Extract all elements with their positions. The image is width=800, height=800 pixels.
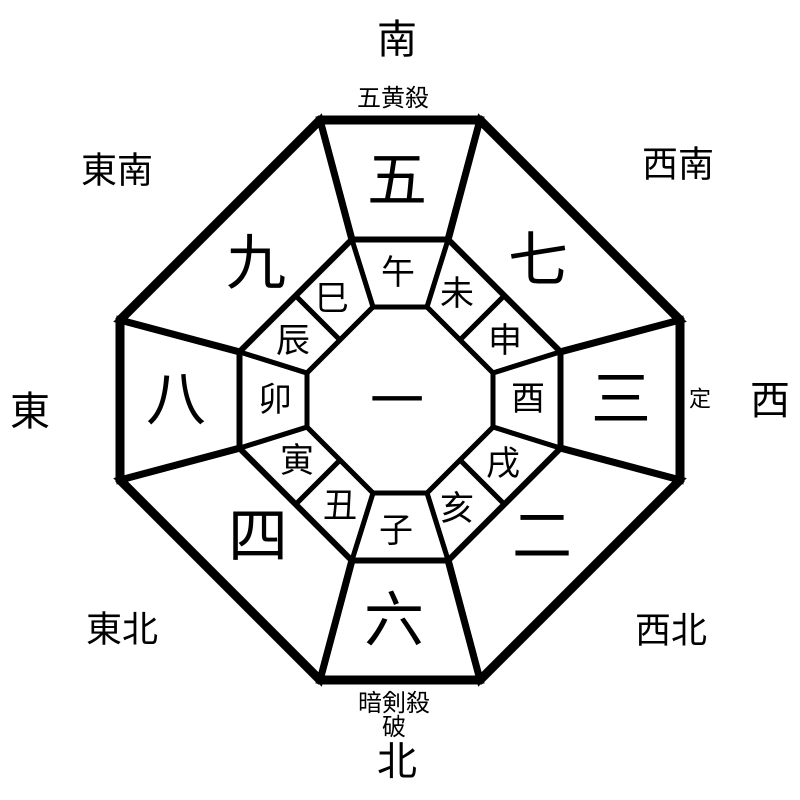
compass-northeast: 東北 (86, 610, 158, 651)
star-northeast: 四 (228, 502, 288, 572)
compass-southeast: 東南 (81, 151, 153, 192)
annotation-gohousatsu: 五黄殺 (357, 84, 429, 112)
compass-northwest: 西北 (635, 611, 707, 652)
branch-uma: 午 (381, 253, 415, 293)
star-numbers: 五 七 三 二 六 四 八 九 一 (146, 146, 651, 656)
fortune-annotations: 五黄殺 定 暗剣殺 破 (357, 84, 711, 741)
annotation-ankensatsu: 暗剣殺 (358, 689, 430, 717)
compass-southwest: 西南 (642, 145, 714, 186)
star-southeast: 九 (226, 229, 286, 299)
branch-mi: 巳 (315, 279, 349, 319)
star-southwest: 七 (508, 226, 568, 296)
branch-tora: 寅 (280, 441, 314, 481)
branch-hitsuji: 未 (440, 274, 474, 314)
branch-ne: 子 (379, 511, 413, 551)
compass-west: 西 (750, 378, 790, 424)
star-south: 五 (367, 146, 427, 216)
annotation-ha: 破 (382, 713, 406, 741)
branch-ushi: 丑 (323, 486, 357, 526)
star-east: 八 (146, 365, 206, 435)
outer-octagon-outline (115, 115, 685, 685)
outer-ring (113, 113, 687, 687)
star-west: 三 (591, 365, 651, 435)
star-center: 一 (370, 370, 424, 433)
branch-inoshishi: 亥 (440, 489, 474, 529)
compass-east: 東 (10, 389, 50, 435)
compass-north: 北 (377, 739, 417, 785)
annotation-sadame: 定 (689, 388, 711, 413)
branch-usagi: 卯 (258, 380, 292, 420)
branch-tori: 酉 (511, 379, 545, 419)
center-octagon (304, 304, 496, 496)
branch-inu: 戌 (486, 444, 520, 484)
branch-saru: 申 (488, 321, 522, 361)
compass-south: 南 (377, 17, 417, 63)
branch-tatsu: 辰 (276, 321, 310, 361)
zodiac-ring (235, 235, 565, 565)
compass-labels: 南 東南 西南 東 西 東北 西北 北 (10, 17, 790, 785)
star-north: 六 (364, 586, 424, 656)
star-northwest: 二 (512, 502, 572, 572)
branch-labels: 午 未 申 酉 戌 亥 子 丑 寅 卯 辰 巳 (258, 253, 545, 551)
